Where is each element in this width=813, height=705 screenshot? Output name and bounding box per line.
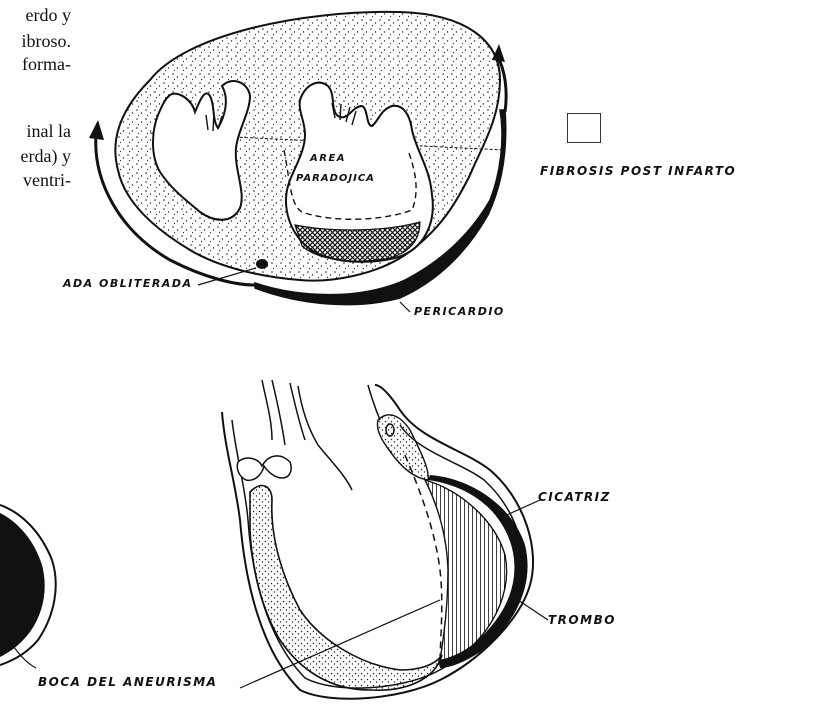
label-area: AREA	[310, 153, 346, 164]
label-pericardio: PERICARDIO	[414, 305, 505, 318]
label-trombo: TROMBO	[548, 613, 616, 627]
cross-section-diagram	[89, 12, 506, 312]
label-fibrosis: FIBROSIS POST INFARTO	[540, 164, 736, 178]
label-boca-aneurisma: BOCA DEL ANEURISMA	[38, 675, 217, 689]
partial-heart-diagram	[0, 505, 56, 668]
stippled-wall	[250, 486, 442, 691]
legend-swatch	[567, 113, 601, 143]
label-obliterada: ADA OBLITERADA	[63, 277, 192, 290]
longitudinal-heart-diagram	[222, 380, 548, 699]
label-paradojica: PARADOJICA	[296, 173, 375, 184]
label-cicatriz: CICATRIZ	[538, 490, 611, 504]
